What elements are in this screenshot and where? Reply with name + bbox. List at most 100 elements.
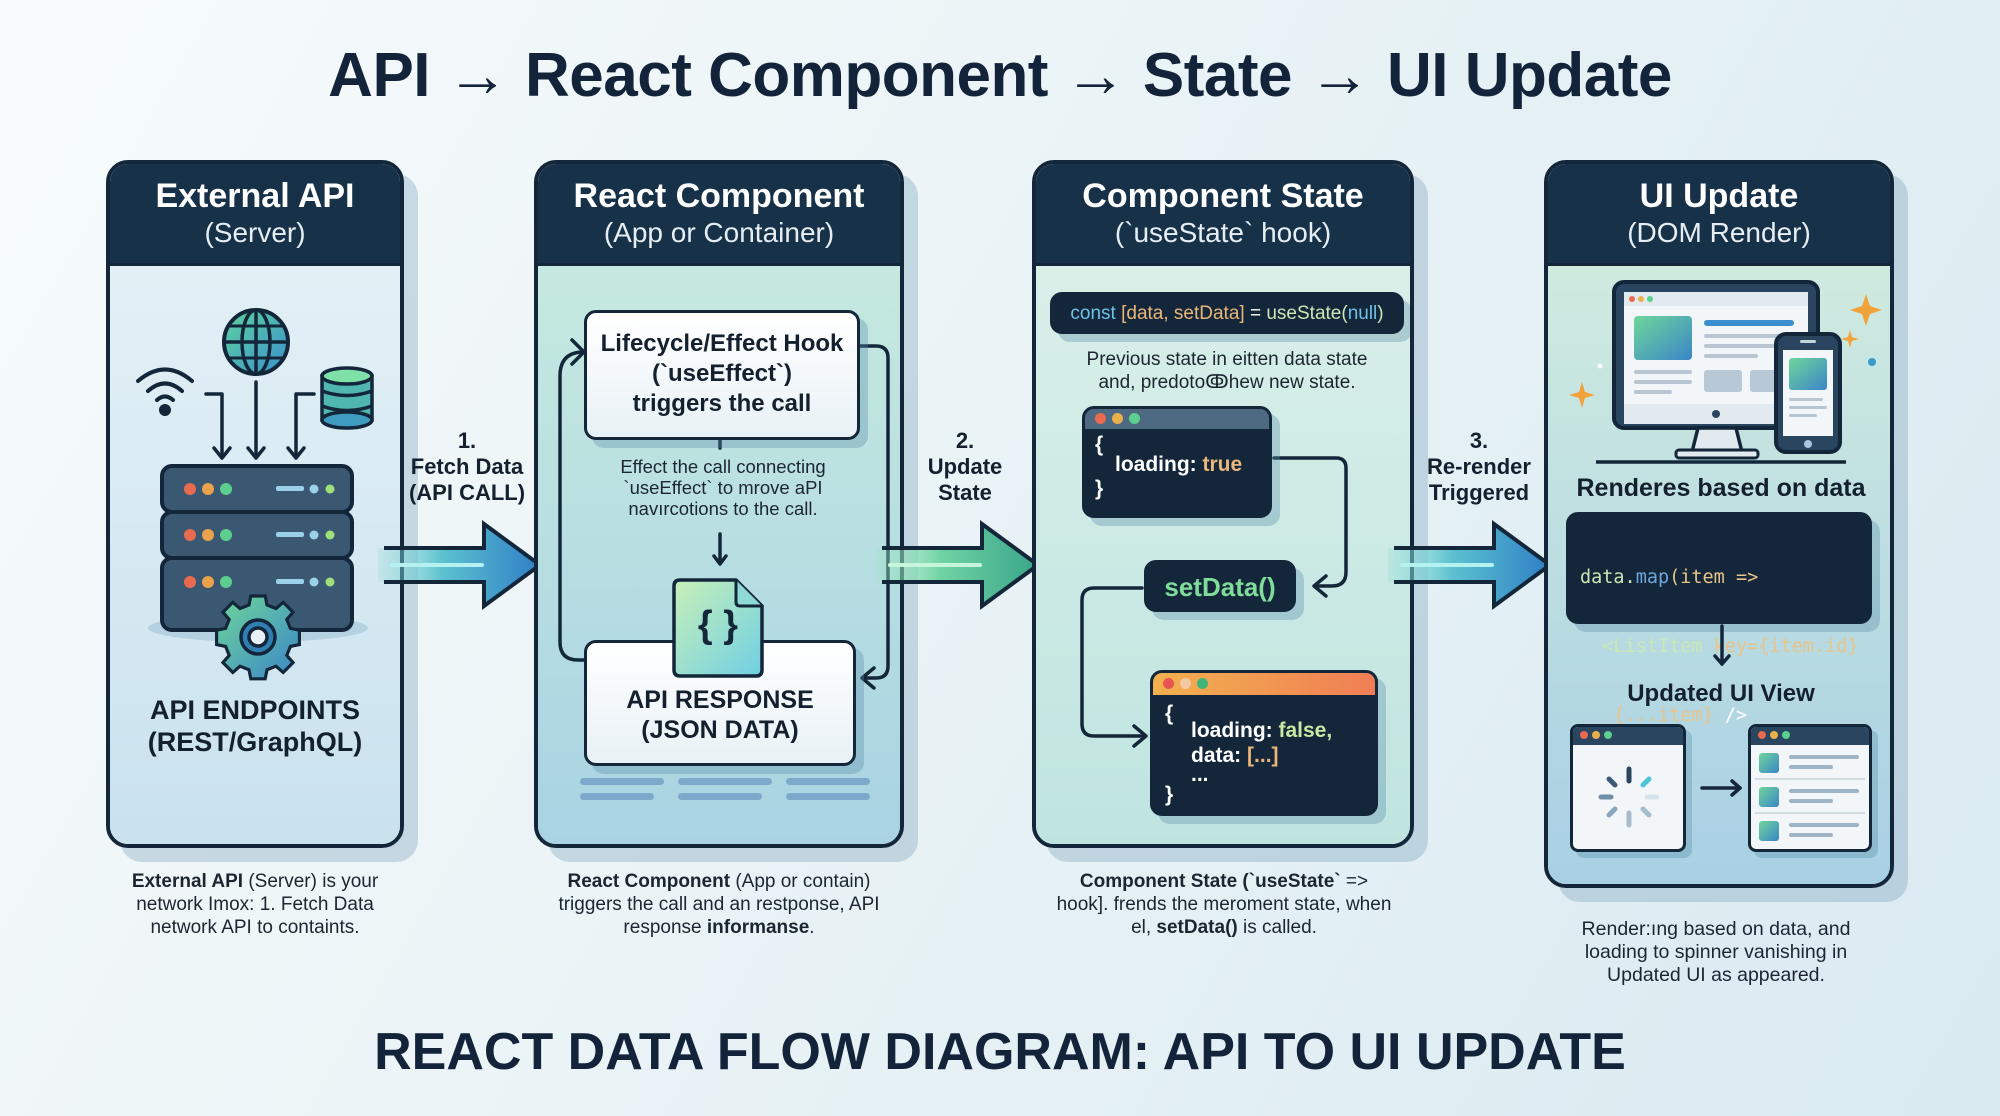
panel-title: Component State — [1082, 177, 1364, 215]
step-number: 1. — [457, 428, 477, 453]
step-line1: Re-render — [1427, 454, 1531, 479]
code-token: <ListItem — [1580, 636, 1703, 657]
phone-icon — [1774, 332, 1842, 454]
step-1-arrow — [378, 520, 544, 610]
loading-window — [1570, 724, 1686, 852]
code-token: data. — [1580, 567, 1636, 588]
code-arg: null — [1347, 303, 1378, 324]
step-number: 2. — [955, 428, 975, 453]
state-key: data: — [1191, 744, 1242, 767]
panel-header: UI Update (DOM Render) — [1548, 164, 1890, 266]
hook-name: (`useEffect`) — [651, 360, 792, 387]
caption-end: . — [809, 917, 815, 938]
code-token: {...item} — [1580, 705, 1714, 726]
panel-external-api: External API (Server) — [106, 160, 404, 848]
caption-bold: React Component — [567, 871, 731, 892]
code-token: (item => — [1669, 567, 1759, 588]
step-2-arrow — [876, 520, 1042, 610]
brace-close: } — [1095, 477, 1104, 500]
window-titlebar — [1153, 673, 1375, 695]
caption-text: (App or contain) triggers the call and a… — [558, 871, 880, 938]
step-line1: Fetch Data — [410, 454, 524, 479]
panel-header: Component State (`useState` hook) — [1036, 164, 1410, 266]
step-3-arrow — [1388, 520, 1554, 610]
state-after-window: { loading: false, data: [...] ... } — [1150, 670, 1378, 816]
response-title: API RESPONSE — [626, 686, 814, 714]
caption-bold: Component State (`useState` — [1079, 871, 1341, 892]
code-operator: = — [1249, 303, 1262, 324]
panel-subtitle: (Server) — [204, 217, 306, 248]
caption-text: => hook]. frends the meroment state, whe… — [1056, 871, 1392, 938]
hook-title: Lifecycle/Effect Hook — [600, 330, 844, 357]
state-value: [...] — [1247, 744, 1279, 767]
panel-body: API ENDPOINTS (REST/GraphQL) — [110, 266, 400, 844]
code-line: <ListItem key={item.id} — [1580, 635, 1858, 658]
file-icon — [672, 578, 764, 678]
list-item — [1759, 821, 1859, 841]
step-line2: Triggered — [1428, 480, 1530, 505]
panel-subtitle: (`useState` hook) — [1114, 217, 1332, 248]
step-number: 3. — [1469, 428, 1489, 453]
code-token: map — [1635, 567, 1670, 588]
wifi-icon — [136, 367, 194, 416]
panel-title: UI Update — [1639, 177, 1799, 215]
panel-component-state: Component State (`useState` hook) const … — [1032, 160, 1414, 848]
state-value: false, — [1278, 719, 1333, 742]
panel-title: External API — [155, 177, 355, 215]
use-state-code: const [data, setData] = useState(null) — [1050, 292, 1404, 334]
panel-body: const [data, setData] = useState(null) P… — [1036, 266, 1410, 844]
api-endpoints-subtitle: (REST/GraphQL) — [147, 727, 363, 757]
effect-note: Effect the call connecting `useEffect` t… — [620, 456, 826, 519]
code-token: key={item.id} — [1702, 636, 1859, 657]
list-items — [1755, 753, 1865, 841]
database-icon — [320, 366, 374, 430]
json-file-icon: { } — [670, 578, 766, 678]
caption-end: is called. — [1237, 917, 1317, 938]
panel-ui-update: UI Update (DOM Render) — [1544, 160, 1894, 888]
caption-bold: External API — [131, 871, 244, 892]
down-arrow-icon — [1713, 624, 1731, 666]
window-titlebar — [1573, 727, 1683, 745]
api-endpoints-label: API ENDPOINTS (REST/GraphQL) — [110, 694, 400, 758]
map-render-code: data.map(item => <ListItem key={item.id}… — [1566, 512, 1872, 795]
state-flow-connectors — [1080, 456, 1348, 748]
server-illustration — [136, 308, 374, 681]
code-keyword: const — [1070, 303, 1116, 324]
step-line1: Update — [927, 454, 1003, 479]
panel-subtitle: (App or Container) — [603, 217, 835, 248]
panel-4-caption: Render:ıng based on data, and loading to… — [1581, 918, 1851, 986]
panel-body: Renderes based on data data.map(item => … — [1548, 266, 1890, 884]
set-data-call[interactable]: setData() — [1144, 560, 1296, 612]
brace-close: } — [1165, 783, 1174, 806]
panel-title: React Component — [573, 177, 865, 215]
placeholder-lines — [580, 778, 870, 800]
updated-ui-label: Updated UI View — [1627, 680, 1815, 707]
state-note: Previous state in eitten data state and,… — [1086, 349, 1368, 393]
panel-react-component: React Component (App or Container) Lifec… — [534, 160, 904, 848]
state-before-window: { loading: true } — [1082, 406, 1272, 518]
state-value: true — [1202, 453, 1243, 476]
list-item — [1759, 787, 1859, 807]
code-line: {...item} /> — [1580, 704, 1858, 727]
right-arrow-icon — [1700, 779, 1742, 797]
state-key: loading: — [1115, 453, 1197, 476]
json-braces: { } — [697, 604, 739, 646]
effect-hook-box[interactable]: Lifecycle/Effect Hook (`useEffect`) trig… — [584, 310, 860, 440]
devices-illustration — [1569, 280, 1882, 464]
sparkle-icon — [1569, 294, 1882, 408]
brace-open: { — [1165, 702, 1174, 725]
code-close: ) — [1377, 303, 1384, 324]
loading-spinner-icon — [1598, 766, 1660, 828]
page-title: API → React Component → State → UI Updat… — [328, 41, 1672, 110]
inbound-arrows — [204, 380, 316, 460]
brace-open: { — [1095, 433, 1104, 456]
panel-body: Lifecycle/Effect Hook (`useEffect`) trig… — [538, 266, 900, 844]
gear-icon — [215, 594, 301, 681]
step-line2: State — [938, 480, 992, 505]
ellipsis: ... — [1191, 763, 1209, 786]
panel-1-caption: External API (Server) is your network Im… — [110, 870, 400, 939]
panel-header: External API (Server) — [110, 164, 400, 266]
step-1-label: 1. Fetch Data (API CALL) — [402, 428, 532, 506]
caption-bold-2: setData() — [1156, 917, 1238, 938]
panel-subtitle: (DOM Render) — [1627, 217, 1811, 248]
